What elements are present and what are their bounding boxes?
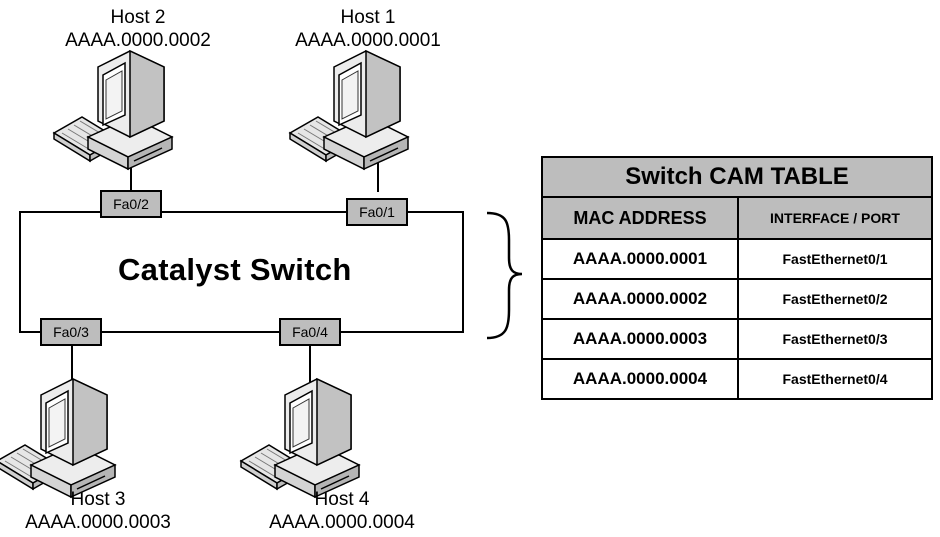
cam-table: Switch CAM TABLE MAC ADDRESS INTERFACE /…: [540, 156, 934, 400]
port-fa0-1: Fa0/1: [346, 198, 408, 226]
port-fa0-3: Fa0/3: [40, 318, 102, 346]
computer-icon: [53, 50, 173, 170]
host-label-4: Host 4 AAAA.0000.0004: [262, 488, 422, 534]
port-fa0-4: Fa0/4: [279, 318, 341, 346]
mac-cell: AAAA.0000.0002: [541, 278, 739, 320]
host-mac: AAAA.0000.0002: [65, 30, 211, 51]
mac-cell: AAAA.0000.0003: [541, 318, 739, 360]
interface-cell: FastEthernet0/4: [736, 358, 934, 400]
host-name: Host 2: [110, 7, 166, 28]
interface-cell: FastEthernet0/3: [736, 318, 934, 360]
host-name: Host 1: [340, 7, 396, 28]
cam-table-title: Switch CAM TABLE: [540, 156, 934, 198]
host-label-1: Host 1 AAAA.0000.0001: [288, 6, 448, 52]
host-label-3: Host 3 AAAA.0000.0003: [18, 488, 178, 534]
table-row: AAAA.0000.0002 FastEthernet0/2: [541, 278, 934, 320]
curly-brace-icon: [486, 211, 523, 340]
port-fa0-2: Fa0/2: [100, 190, 162, 218]
table-row: AAAA.0000.0003 FastEthernet0/3: [541, 318, 934, 360]
computer-icon: [289, 50, 409, 170]
table-row: AAAA.0000.0004 FastEthernet0/4: [541, 358, 934, 400]
host-mac: AAAA.0000.0003: [25, 512, 171, 533]
switch-outline: [19, 211, 464, 333]
table-row: AAAA.0000.0001 FastEthernet0/1: [541, 238, 934, 280]
mac-cell: AAAA.0000.0001: [541, 238, 739, 280]
interface-cell: FastEthernet0/2: [736, 278, 934, 320]
host-mac: AAAA.0000.0004: [269, 512, 415, 533]
interface-cell: FastEthernet0/1: [736, 238, 934, 280]
host-mac: AAAA.0000.0001: [295, 30, 441, 51]
mac-cell: AAAA.0000.0004: [541, 358, 739, 400]
column-header-mac: MAC ADDRESS: [541, 196, 739, 240]
host-label-2: Host 2 AAAA.0000.0002: [58, 6, 218, 52]
host-name: Host 3: [70, 489, 126, 510]
computer-icon: [0, 378, 116, 498]
switch-label: Catalyst Switch: [118, 252, 352, 287]
host-name: Host 4: [314, 489, 370, 510]
computer-icon: [240, 378, 360, 498]
column-header-interface: INTERFACE / PORT: [736, 196, 934, 240]
